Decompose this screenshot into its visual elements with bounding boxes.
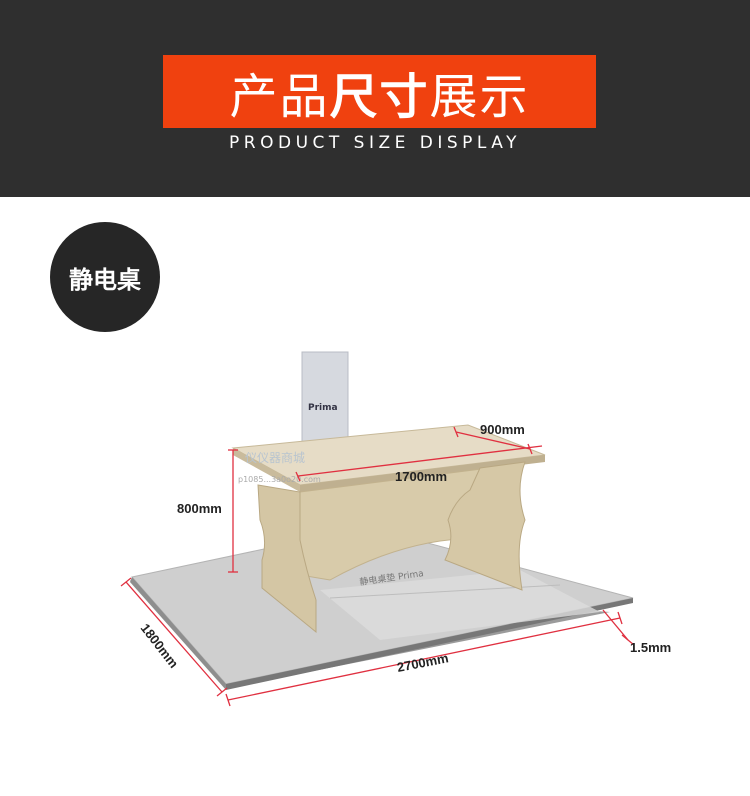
- watermark-line-2: p1085...3a0o20.com: [238, 475, 321, 484]
- dim-line-2700: [227, 617, 621, 701]
- title-regular-1: 产品: [229, 68, 330, 125]
- label-table-length: 1700mm: [395, 469, 447, 484]
- category-badge: 静电桌: [50, 222, 160, 332]
- dim-line-1-5: [602, 609, 629, 641]
- mat-front-edge: [130, 577, 226, 690]
- dim-line-1800: [125, 581, 223, 693]
- tabletop-left-edge: [233, 448, 300, 492]
- mat-right-edge: [226, 598, 633, 690]
- anti-static-table: 仪仪器商城 p1085...3a0o20.com: [231, 424, 546, 634]
- tabletop-front-edge: [300, 455, 545, 492]
- dimension-lines: [120, 426, 635, 707]
- label-table-depth: 900mm: [480, 422, 525, 437]
- panel-brand: Prima: [308, 403, 338, 413]
- dim-tick: [617, 611, 623, 625]
- dim-line-1700: [297, 445, 543, 477]
- table-right-leg: [444, 461, 526, 591]
- dim-tick: [225, 693, 231, 707]
- label-mat-length: 2700mm: [396, 650, 450, 675]
- watermark-line-1: 仪仪器商城: [245, 450, 305, 465]
- dim-tick: [527, 443, 533, 455]
- dim-tick: [120, 577, 132, 587]
- dim-line-900: [455, 431, 531, 450]
- dim-tick: [216, 687, 228, 697]
- label-table-height: 800mm: [177, 501, 222, 516]
- dim-tick: [453, 426, 459, 438]
- page-title: 产品 尺寸 展示: [163, 55, 596, 128]
- title-regular-2: 展示: [429, 68, 530, 125]
- label-mat-thickness: 1.5mm: [630, 640, 671, 655]
- page-subtitle: PRODUCT SIZE DISPLAY: [229, 133, 521, 153]
- table-left-leg: [257, 484, 317, 634]
- title-bold: 尺寸: [329, 68, 430, 125]
- header-banner: 产品 尺寸 展示 PRODUCT SIZE DISPLAY: [0, 0, 750, 197]
- category-badge-label: 静电桌: [69, 265, 141, 294]
- dim-tick: [621, 634, 635, 646]
- dim-tick: [295, 471, 301, 482]
- mat-fold-panel: [320, 570, 600, 640]
